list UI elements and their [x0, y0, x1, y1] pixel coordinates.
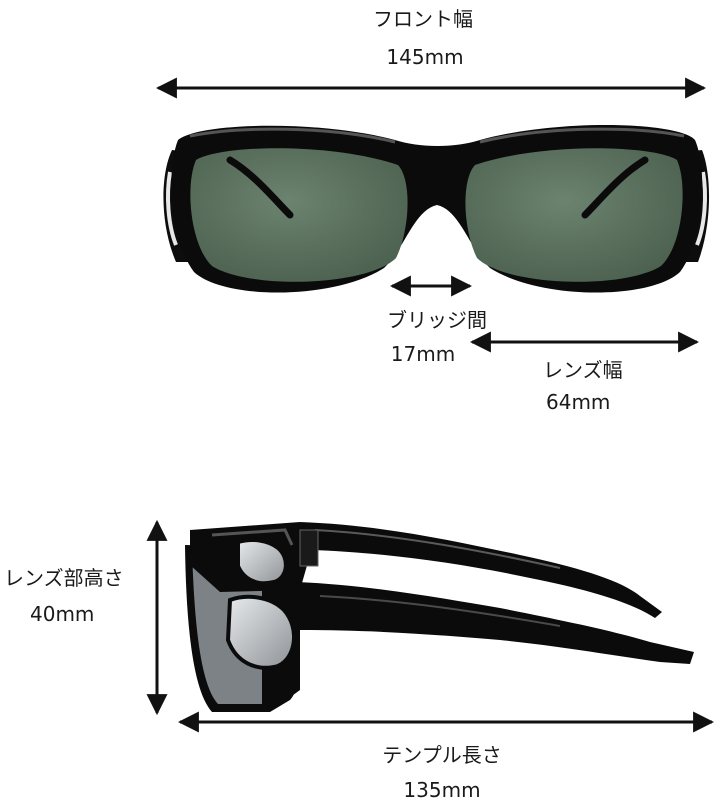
temple-length-label: テンプル長さ: [382, 743, 502, 767]
lens-height-value: 40mm: [30, 602, 95, 626]
left-lens: [190, 148, 408, 282]
lens-height-label: レンズ部高さ: [4, 566, 124, 590]
bridge-label: ブリッジ間: [387, 308, 487, 332]
lens-width-label: レンズ幅: [543, 358, 623, 382]
front-width-value: 145mm: [386, 45, 464, 69]
front-width-label: フロント幅: [373, 7, 473, 31]
temple-length-value: 135mm: [403, 778, 481, 802]
glasses-side-view: [185, 522, 694, 712]
glasses-front-view: [163, 124, 710, 293]
bridge-value: 17mm: [390, 342, 456, 366]
right-lens: [465, 148, 683, 282]
lens-width-value: 64mm: [546, 390, 611, 414]
